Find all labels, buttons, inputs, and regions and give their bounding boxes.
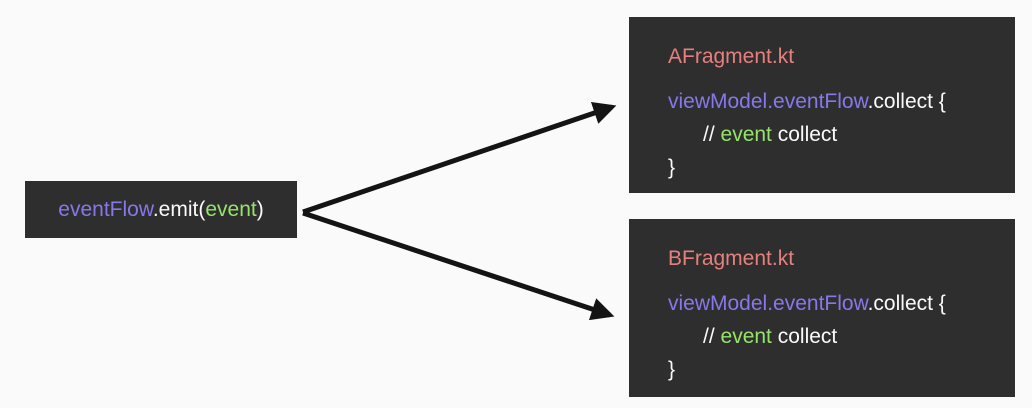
collector-code: viewModel.eventFlow.collect { // event c…: [668, 287, 999, 386]
code-line: viewModel.eventFlow.collect {: [668, 287, 999, 320]
code-token: .collect {: [867, 292, 946, 315]
code-token: }: [668, 156, 676, 179]
code-token: //: [668, 325, 721, 348]
code-line: // event collect: [668, 320, 999, 353]
code-token: //: [668, 123, 721, 146]
code-token: viewModel.eventFlow: [668, 292, 868, 315]
code-token: eventFlow: [58, 197, 153, 221]
code-token: viewModel.eventFlow: [668, 90, 868, 113]
code-line: viewModel.eventFlow.collect {: [668, 85, 999, 118]
code-token: .emit(: [152, 197, 206, 221]
code-token: event: [205, 197, 257, 221]
code-token: event: [720, 123, 772, 146]
collector-box-afragment: AFragment.kt viewModel.eventFlow.collect…: [629, 17, 1015, 193]
filename-label: BFragment.kt: [668, 247, 795, 270]
code-token: }: [668, 358, 676, 381]
emitter-code: eventFlow.emit(event): [58, 198, 263, 222]
code-line: // event collect: [668, 118, 999, 151]
code-token: collect: [771, 123, 838, 146]
emitter-box: eventFlow.emit(event): [25, 181, 297, 238]
collector-box-bfragment: BFragment.kt viewModel.eventFlow.collect…: [629, 219, 1015, 397]
collector-code: viewModel.eventFlow.collect { // event c…: [668, 85, 999, 184]
code-token: event: [720, 325, 772, 348]
filename-label: AFragment.kt: [668, 45, 795, 68]
code-token: ): [256, 197, 264, 221]
arrow-to-afragment: [302, 102, 617, 215]
code-token: .collect {: [867, 90, 946, 113]
code-line: }: [668, 151, 999, 184]
code-line: }: [668, 353, 999, 386]
arrow-to-bfragment: [302, 210, 615, 321]
code-token: collect: [771, 325, 838, 348]
